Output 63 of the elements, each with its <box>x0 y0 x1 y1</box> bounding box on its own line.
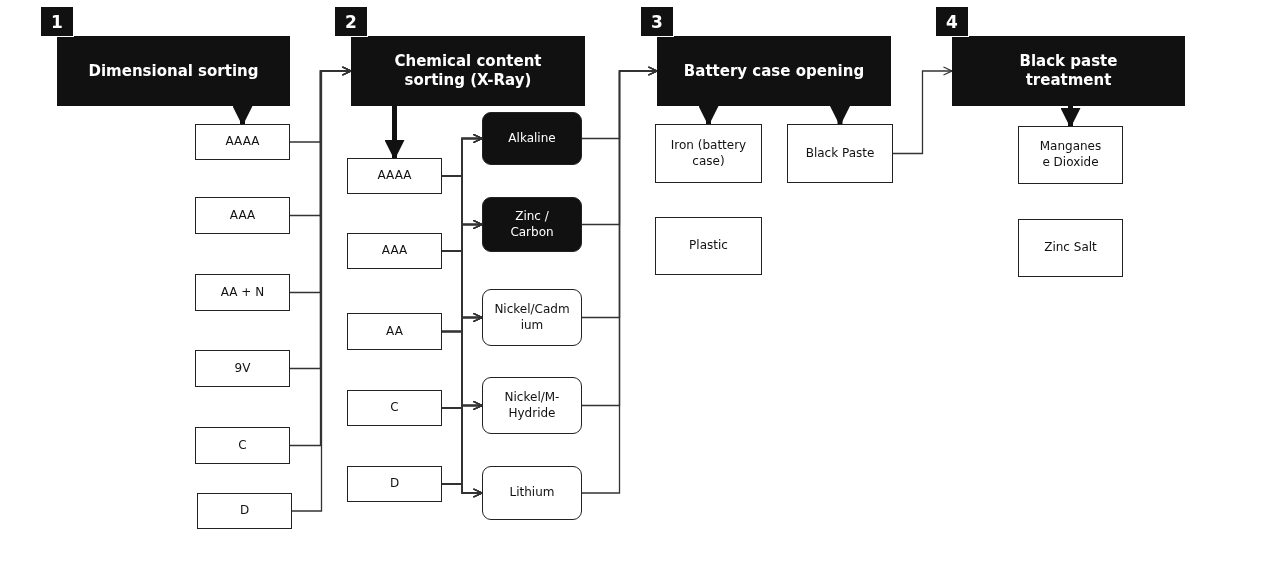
connector-arrow <box>291 66 352 512</box>
process-header <box>657 36 891 106</box>
box-label: Iron (battery case) <box>669 137 748 170</box>
process-box <box>195 427 290 464</box>
process-header <box>952 36 1185 106</box>
category-box <box>482 289 582 346</box>
step-number: 4 <box>935 6 969 37</box>
box-label: AA <box>386 323 403 340</box>
block-arrow <box>830 106 850 126</box>
box-label: 9V <box>234 360 251 377</box>
box-label: AA + N <box>220 284 265 301</box>
step-number: 2 <box>334 6 368 37</box>
box-label: Zinc / Carbon <box>509 208 555 241</box>
process-box <box>655 217 762 275</box>
box-label: Black Paste <box>805 145 875 162</box>
box-label: D <box>239 503 250 519</box>
process-box <box>655 124 762 183</box>
box-label: C <box>238 437 247 454</box>
process-box <box>787 124 893 183</box>
step-title: Dimensional sorting <box>88 61 259 81</box>
box-label: Nickel/M-Hydride <box>503 389 561 422</box>
block-arrow <box>232 106 253 126</box>
box-label: Nickel/Cadmium <box>494 301 570 334</box>
process-box <box>347 390 442 426</box>
box-label: Alkaline <box>508 130 556 147</box>
process-box <box>195 274 290 311</box>
process-box <box>347 233 442 269</box>
block-arrow <box>698 106 719 126</box>
process-box <box>347 158 442 194</box>
box-label: Manganese Dioxide <box>1038 139 1103 171</box>
box-label: AAAA <box>225 134 260 150</box>
category-box <box>482 112 582 165</box>
box-label: AAA <box>229 207 256 224</box>
step-number: 3 <box>640 6 674 37</box>
block-arrow <box>384 106 405 160</box>
category-box <box>482 466 582 520</box>
process-box <box>195 124 290 160</box>
box-label: AAA <box>381 243 408 259</box>
process-box <box>195 350 290 387</box>
process-box <box>347 466 442 502</box>
process-box <box>197 493 292 529</box>
box-label: Plastic <box>689 238 728 254</box>
step-number: 1 <box>40 6 74 37</box>
category-box <box>482 377 582 434</box>
process-header <box>351 36 585 106</box>
block-arrow <box>1060 106 1081 128</box>
box-label: Zinc Salt <box>1044 240 1097 256</box>
box-label: C <box>390 400 399 416</box>
box-label: D <box>389 476 400 492</box>
process-box <box>347 313 442 350</box>
process-header <box>57 36 290 106</box>
category-box <box>482 197 582 252</box>
process-box <box>195 197 290 234</box>
step-title: Black paste treatment <box>1018 52 1119 90</box>
step-title: Chemical content sorting (X-Ray) <box>393 52 543 90</box>
connector-arrow <box>581 66 658 494</box>
connector-arrow <box>441 483 483 498</box>
connector-arrow <box>892 66 953 155</box>
box-label: Lithium <box>509 485 555 501</box>
box-label: AAAA <box>377 168 412 184</box>
process-box <box>1018 219 1123 277</box>
step-title: Battery case opening <box>683 61 865 81</box>
process-box <box>1018 126 1123 184</box>
